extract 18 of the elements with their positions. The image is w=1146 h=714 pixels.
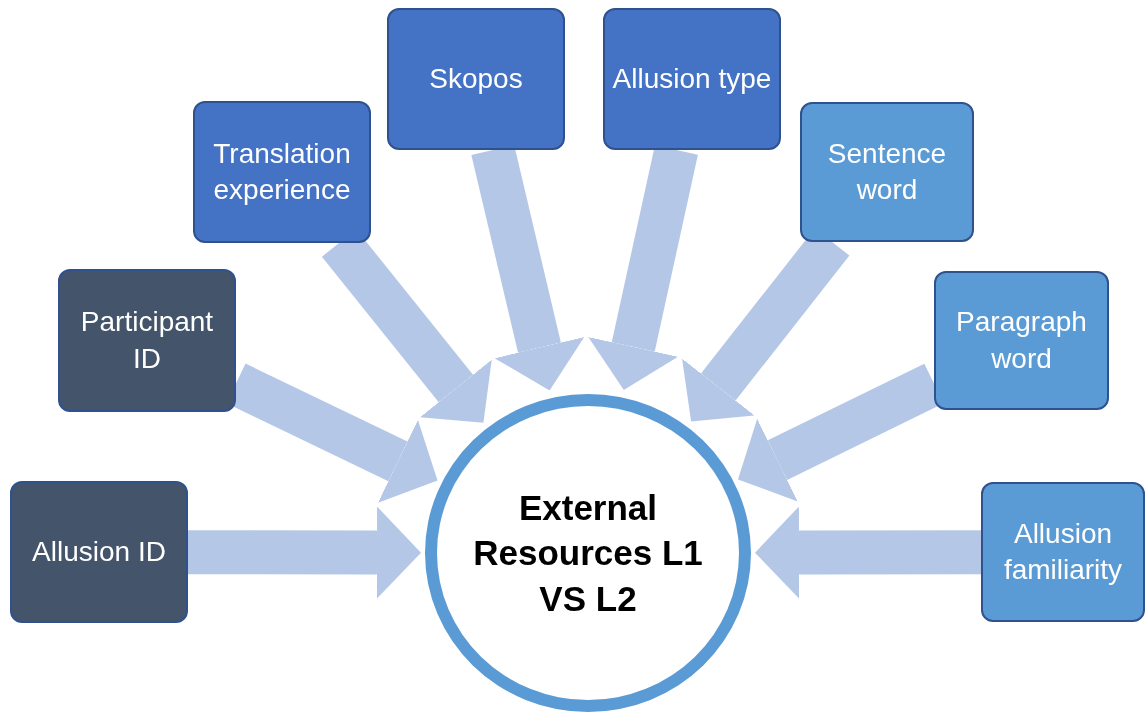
category-box [10,481,188,623]
category-box [603,8,781,150]
box-label: Sentence word [826,136,948,207]
category-box [981,482,1145,622]
box-label: Translation experience [212,136,352,207]
category-box [800,102,974,242]
category-box [193,101,371,243]
category-box [934,271,1109,410]
center-label: External Resources L1 VS L2 [472,486,704,620]
box-label: Allusion ID [32,534,166,569]
category-box [387,8,565,150]
box-label: Allusion type [612,61,772,96]
box-label: Paragraph word [955,305,1088,376]
block-arrow [187,506,421,599]
box-label: Allusion familiarity [1002,516,1124,587]
category-box [58,269,236,412]
box-label: Participant ID [79,305,215,376]
box-label: Skopos [429,61,523,96]
